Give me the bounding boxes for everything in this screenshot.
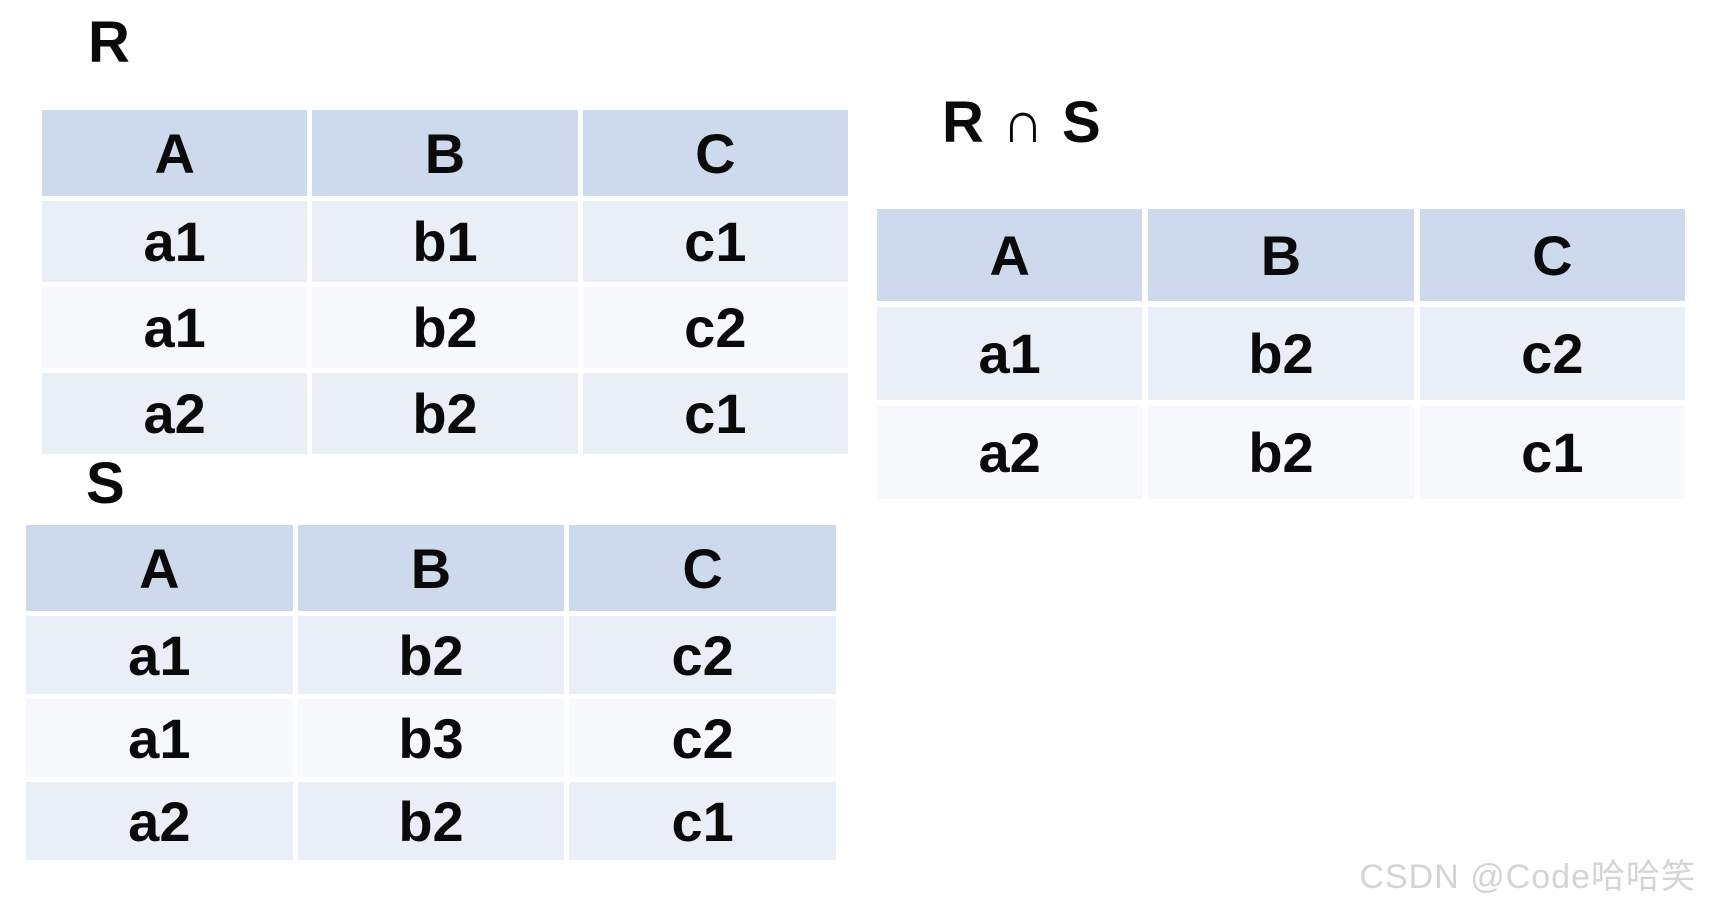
column-header: A [26, 525, 293, 611]
column-header: B [1148, 209, 1414, 301]
table-cell: b2 [312, 373, 578, 454]
table-cell: c2 [569, 699, 836, 777]
column-header: B [312, 110, 578, 196]
table-cell: c2 [1419, 307, 1685, 400]
table-cell: a1 [42, 201, 308, 282]
csdn-watermark: CSDN @Code哈哈笑 [1359, 858, 1696, 896]
table-cell: a1 [26, 616, 293, 694]
table-cell: b3 [297, 699, 565, 777]
table-cell: a2 [877, 406, 1143, 499]
table-cell: a1 [26, 699, 293, 777]
table-cell: b2 [1148, 406, 1414, 499]
column-header: A [877, 209, 1143, 301]
table-cell: b2 [297, 616, 565, 694]
table-cell: c1 [582, 201, 848, 282]
table-cell: b2 [1148, 307, 1414, 400]
table-cell: a1 [42, 287, 308, 368]
table-s-title: S [86, 451, 126, 516]
column-header: C [569, 525, 836, 611]
table-cell: c1 [582, 373, 848, 454]
column-header: C [582, 110, 848, 196]
table-cell: c2 [582, 287, 848, 368]
table-cell: a2 [42, 373, 308, 454]
table-cell: a1 [877, 307, 1143, 400]
table-r-title: R [88, 10, 131, 75]
column-header: C [1419, 209, 1685, 301]
table-cell: b2 [312, 287, 578, 368]
table-cell: c1 [1419, 406, 1685, 499]
table-cell: c1 [569, 782, 836, 860]
column-header: B [297, 525, 565, 611]
table-r-intersect-s-title: R ∩ S [942, 90, 1102, 155]
table-cell: c2 [569, 616, 836, 694]
column-header: A [42, 110, 308, 196]
table-cell: b1 [312, 201, 578, 282]
table-cell: b2 [297, 782, 565, 860]
table-cell: a2 [26, 782, 293, 860]
